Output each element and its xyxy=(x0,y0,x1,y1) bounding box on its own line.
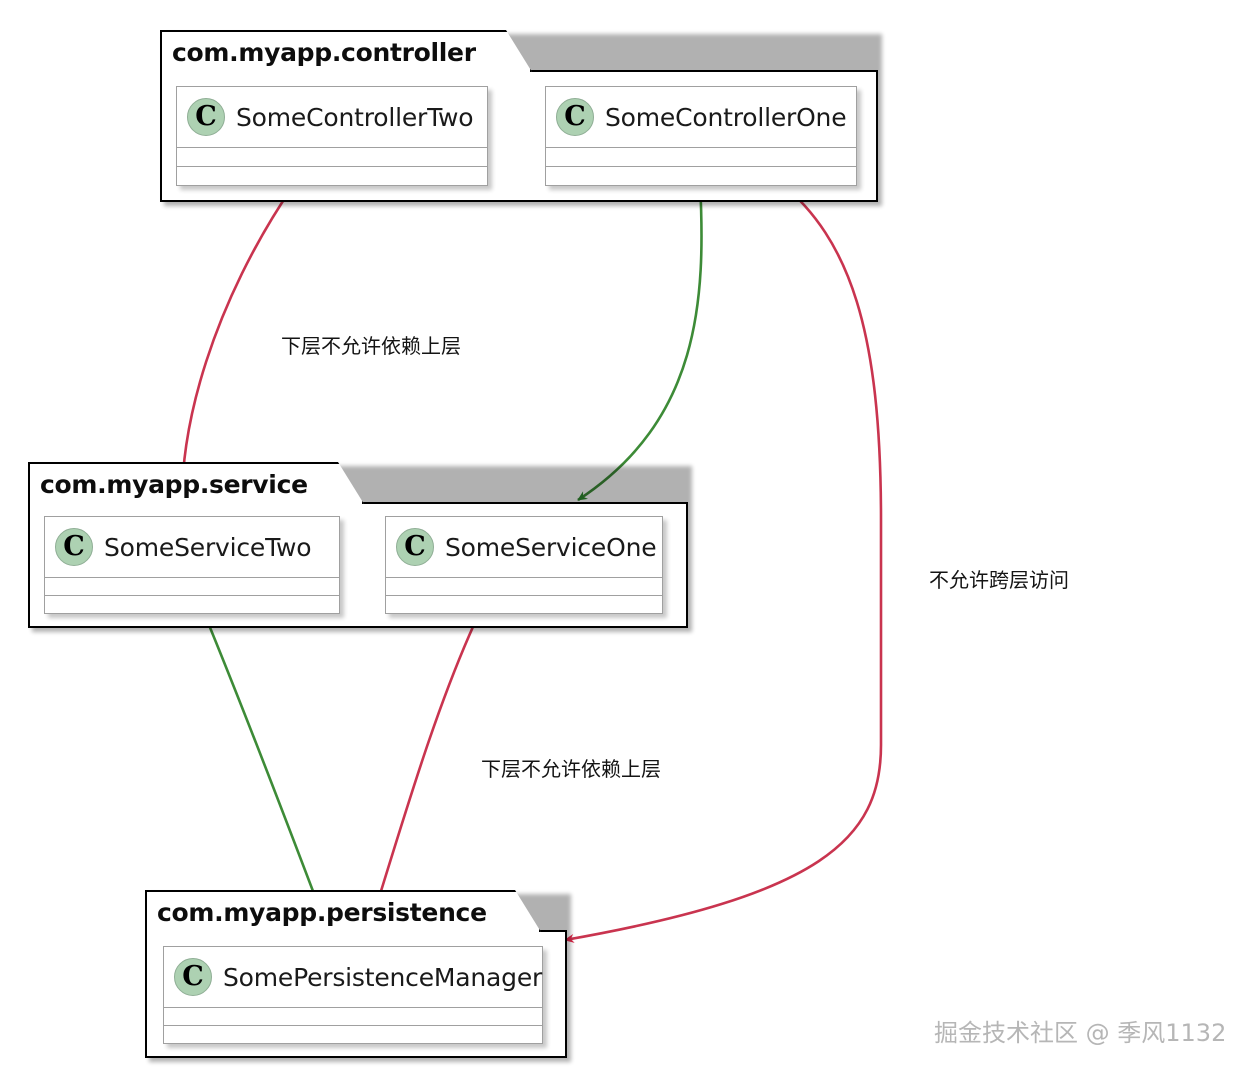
class-attributes-compartment xyxy=(546,147,856,166)
class-attributes-compartment xyxy=(386,577,662,595)
class-box: C SomeControllerOne xyxy=(545,86,857,186)
package-controller[interactable]: com.myapp.controller C SomeControllerTwo… xyxy=(160,30,882,206)
class-header: C SomeServiceTwo xyxy=(45,517,339,577)
package-persistence[interactable]: com.myapp.persistence C SomePersistenceM… xyxy=(145,890,571,1062)
class-SomeServiceTwo[interactable]: C SomeServiceTwo xyxy=(44,516,344,618)
class-box: C SomePersistenceManager xyxy=(163,946,543,1044)
edge-label-lower-depends-upper-bottom: 下层不允许依赖上层 xyxy=(481,757,661,781)
class-SomePersistenceManager[interactable]: C SomePersistenceManager xyxy=(163,946,547,1048)
class-attributes-compartment xyxy=(177,147,487,166)
class-name: SomePersistenceManager xyxy=(223,962,543,992)
class-name: SomeServiceOne xyxy=(445,532,657,562)
watermark: 掘金技术社区 @ 季风1132 xyxy=(934,1019,1227,1047)
class-c-icon: C xyxy=(187,98,225,136)
class-header: C SomeControllerOne xyxy=(546,87,856,147)
class-attributes-compartment xyxy=(45,577,339,595)
class-box: C SomeServiceTwo xyxy=(44,516,340,614)
class-name: SomeControllerTwo xyxy=(236,102,474,132)
package-service[interactable]: com.myapp.service C SomeServiceTwo C Som… xyxy=(28,462,692,632)
class-SomeServiceOne[interactable]: C SomeServiceOne xyxy=(385,516,667,618)
class-attributes-compartment xyxy=(164,1007,542,1025)
class-SomeControllerOne[interactable]: C SomeControllerOne xyxy=(545,86,861,190)
class-c-icon: C xyxy=(174,958,212,996)
class-methods-compartment xyxy=(386,595,662,613)
class-c-icon: C xyxy=(55,528,93,566)
class-methods-compartment xyxy=(546,166,856,185)
class-methods-compartment xyxy=(45,595,339,613)
package-controller-title: com.myapp.controller xyxy=(160,30,532,72)
class-SomeControllerTwo[interactable]: C SomeControllerTwo xyxy=(176,86,492,190)
edge-controller-one-to-service-one xyxy=(577,181,703,502)
class-c-icon: C xyxy=(556,98,594,136)
class-methods-compartment xyxy=(177,166,487,185)
class-box: C SomeControllerTwo xyxy=(176,86,488,186)
package-persistence-title: com.myapp.persistence xyxy=(145,890,541,932)
class-box: C SomeServiceOne xyxy=(385,516,663,614)
class-header: C SomeServiceOne xyxy=(386,517,662,577)
class-name: SomeServiceTwo xyxy=(104,532,312,562)
class-name: SomeControllerOne xyxy=(605,102,847,132)
edge-label-lower-depends-upper-top: 下层不允许依赖上层 xyxy=(281,334,461,358)
class-header: C SomeControllerTwo xyxy=(177,87,487,147)
class-c-icon: C xyxy=(396,528,434,566)
class-header: C SomePersistenceManager xyxy=(164,947,542,1007)
edge-label-no-cross-layer: 不允许跨层访问 xyxy=(929,568,1069,592)
class-methods-compartment xyxy=(164,1025,542,1043)
package-service-title: com.myapp.service xyxy=(28,462,364,504)
